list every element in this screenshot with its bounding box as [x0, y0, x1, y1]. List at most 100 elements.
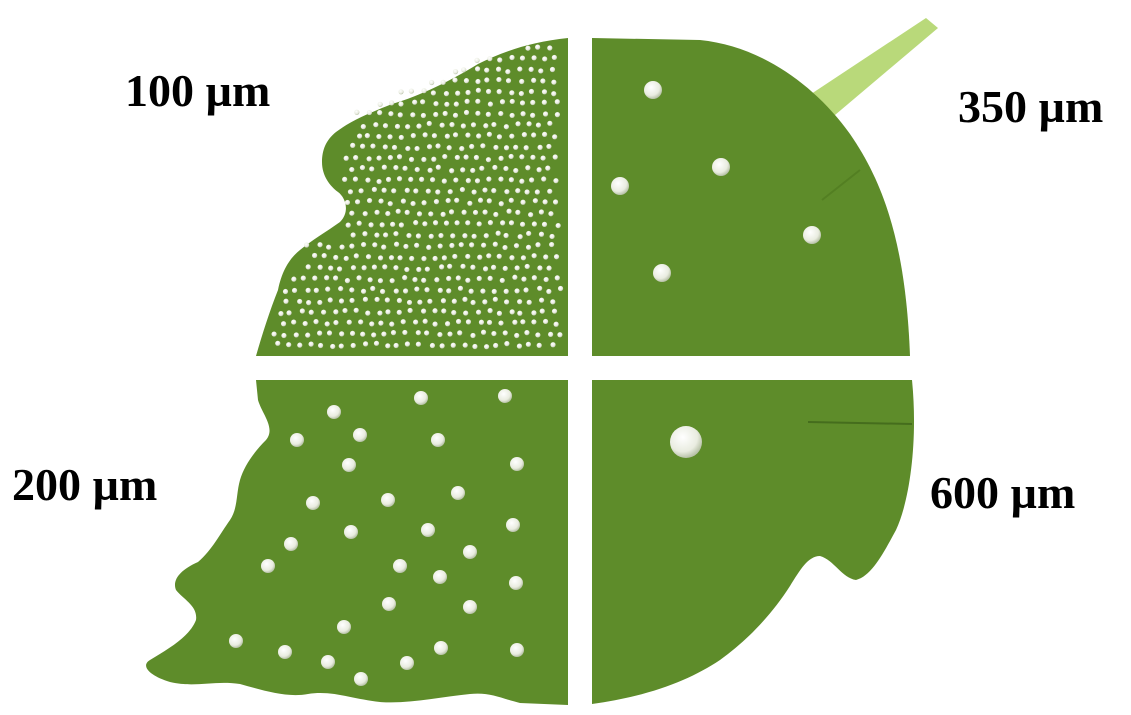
droplet: [532, 275, 537, 280]
droplet: [402, 330, 407, 335]
droplet: [484, 233, 489, 238]
droplet: [362, 231, 367, 236]
droplet: [497, 57, 502, 62]
droplet: [553, 154, 558, 159]
droplet: [478, 198, 483, 203]
droplet: [291, 319, 296, 324]
droplet: [550, 67, 555, 72]
droplet: [557, 332, 562, 337]
droplet: [365, 133, 370, 138]
droplet: [271, 331, 276, 336]
droplet: [499, 156, 504, 161]
droplet: [405, 341, 410, 346]
droplet: [321, 655, 335, 669]
droplet: [328, 297, 333, 302]
droplet: [546, 266, 551, 271]
droplet: [475, 111, 480, 116]
droplet: [409, 88, 414, 93]
droplet: [542, 100, 547, 105]
droplet: [491, 331, 496, 336]
droplet: [348, 189, 353, 194]
droplet: [450, 233, 455, 238]
droplet: [372, 242, 377, 247]
droplet: [371, 332, 376, 337]
droplet: [463, 310, 468, 315]
droplet: [462, 210, 467, 215]
droplet: [532, 55, 537, 60]
droplet: [397, 310, 402, 315]
droplet: [535, 45, 540, 50]
droplet: [547, 189, 552, 194]
droplet: [373, 122, 378, 127]
droplet: [442, 255, 447, 260]
droplet: [339, 331, 344, 336]
droplet: [383, 144, 388, 149]
droplet: [261, 559, 275, 573]
droplet: [517, 344, 522, 349]
droplet: [519, 154, 524, 159]
droplet: [484, 68, 489, 73]
droplet: [306, 496, 320, 510]
droplet: [414, 146, 419, 151]
droplet: [539, 232, 544, 237]
droplet: [476, 133, 481, 138]
droplet: [366, 254, 371, 259]
droplet: [453, 132, 458, 137]
droplets-600um: [670, 426, 702, 458]
droplet: [510, 643, 524, 657]
droplet: [395, 124, 400, 129]
droplet: [401, 319, 406, 324]
droplet: [500, 220, 505, 225]
droplet: [369, 321, 374, 326]
droplet: [474, 155, 479, 160]
droplet: [361, 124, 366, 129]
droplet: [333, 309, 338, 314]
droplet: [488, 308, 493, 313]
droplet: [421, 88, 426, 93]
droplet: [541, 176, 546, 181]
droplet: [275, 341, 280, 346]
droplet: [552, 55, 557, 60]
droplet: [426, 245, 431, 250]
droplet: [378, 255, 383, 260]
droplet: [397, 255, 402, 260]
droplet: [537, 343, 542, 348]
droplet: [421, 309, 426, 314]
droplet: [521, 255, 526, 260]
droplet: [382, 264, 387, 269]
droplet: [498, 177, 503, 182]
droplet: [466, 178, 471, 183]
droplet: [346, 223, 351, 228]
droplet: [469, 242, 474, 247]
droplet: [361, 242, 366, 247]
droplet: [498, 111, 503, 116]
droplet: [524, 145, 529, 150]
droplet: [441, 212, 446, 217]
droplet: [487, 132, 492, 137]
droplet: [555, 112, 560, 117]
droplet: [447, 145, 452, 150]
droplet: [472, 189, 477, 194]
droplet: [345, 278, 350, 283]
droplet: [386, 177, 391, 182]
droplet: [474, 58, 479, 63]
droplet: [536, 122, 541, 127]
droplet: [484, 77, 489, 82]
droplet: [470, 168, 475, 173]
droplet: [350, 143, 355, 148]
droplet: [337, 620, 351, 634]
droplet: [453, 69, 458, 74]
droplet: [427, 144, 432, 149]
droplet: [445, 134, 450, 139]
droplet: [486, 112, 491, 117]
droplet: [441, 298, 446, 303]
droplet: [377, 110, 382, 115]
droplet: [435, 143, 440, 148]
droplet: [349, 244, 354, 249]
droplet: [514, 288, 519, 293]
droplet: [325, 287, 330, 292]
droplet: [342, 458, 356, 472]
droplet: [405, 188, 410, 193]
droplet: [459, 146, 464, 151]
droplet: [403, 244, 408, 249]
